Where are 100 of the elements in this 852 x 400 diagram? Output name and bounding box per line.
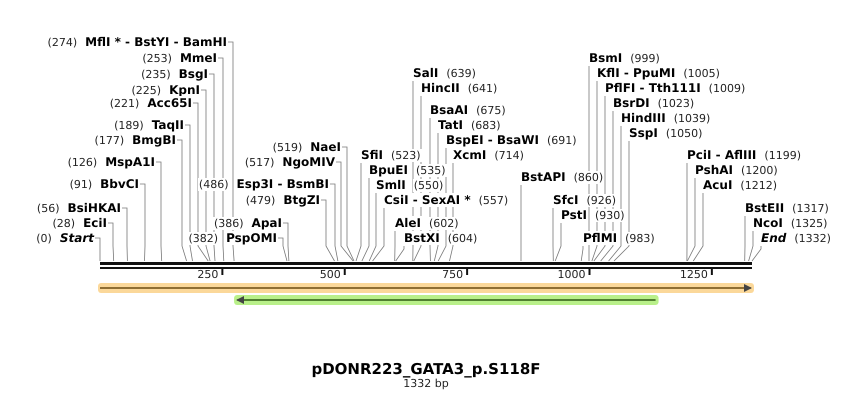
leader-line (184, 124, 193, 262)
enzyme-name: Acc65I (146, 96, 193, 110)
position-number: (91) (68, 178, 94, 191)
leader-line (228, 42, 234, 262)
enzyme-name: BsmI (588, 51, 624, 65)
position-number: (1039) (672, 112, 712, 125)
enzyme-name: NcoI (752, 216, 784, 230)
enzyme-name: MflI * - BstYI - BamHI (84, 35, 228, 49)
position-number: (517) (244, 156, 276, 169)
tick-label: 1250 (680, 268, 708, 281)
enzyme-name: KpnI (168, 83, 201, 97)
position-number: (56) (36, 202, 60, 215)
enzyme-name: PstI (560, 208, 588, 222)
enzyme-name: BsiHKAI (66, 201, 122, 215)
enzyme-name: PshAI (694, 163, 734, 177)
enzyme-name: Esp3I - BsmBI (236, 177, 330, 191)
leader-line (752, 246, 762, 262)
tick-label: 750 (442, 268, 464, 281)
enzyme-name: MspA1I (104, 155, 156, 169)
position-number: (1199) (763, 149, 802, 162)
position-number: (983) (624, 232, 656, 245)
enzyme-name: XcmI (452, 148, 488, 162)
leader-line (320, 200, 335, 262)
position-number: (1212) (739, 179, 778, 192)
leader-line (614, 140, 630, 262)
position-number: (1317) (791, 202, 830, 215)
leader-line (748, 230, 754, 262)
position-number: (1023) (656, 97, 696, 110)
enzyme-name: BtgZI (282, 193, 321, 207)
position-number: (486) (198, 178, 230, 191)
enzyme-name: PflMI (582, 231, 618, 245)
position-number: (604) (446, 232, 478, 245)
leader-line (368, 192, 376, 262)
position-number: (1050) (664, 127, 704, 140)
position-number: (189) (113, 119, 145, 132)
position-number: (126) (66, 156, 98, 169)
enzyme-name: NaeI (309, 140, 342, 154)
position-number: (602) (428, 217, 460, 230)
leader-line (692, 192, 704, 262)
position-number: (999) (629, 52, 661, 65)
enzyme-name: SspI (628, 126, 659, 140)
enzyme-name: TatI (437, 118, 464, 132)
position-number: (641) (466, 82, 498, 95)
leader-line (552, 208, 554, 262)
leader-line (282, 222, 290, 262)
enzyme-name: AcuI (702, 178, 734, 192)
enzyme-name: NgoMIV (281, 155, 336, 169)
leader-line (156, 162, 162, 262)
position-number: (639) (445, 67, 477, 80)
leader-line (686, 162, 688, 262)
leader-line (140, 184, 146, 262)
enzyme-name: Start (58, 231, 95, 245)
position-number: (535) (414, 164, 447, 177)
enzyme-name: PciI - AflIII (686, 148, 758, 162)
enzyme-name: BsgI (178, 67, 209, 81)
tick-label: 500 (320, 268, 341, 281)
enzyme-name: BbvCI (99, 177, 140, 191)
enzyme-name: MmeI (178, 51, 218, 65)
position-number: (519) (272, 141, 304, 154)
enzyme-name: BsrDI (612, 96, 651, 110)
leader-line (687, 178, 696, 262)
leader-line (278, 238, 288, 262)
position-number: (177) (94, 134, 126, 147)
enzyme-name: SfiI (360, 148, 384, 162)
enzyme-name: PspOMI (225, 231, 278, 245)
leader-line (108, 222, 114, 262)
position-number: (1005) (682, 67, 721, 80)
position-number: (479) (244, 194, 276, 207)
enzyme-name: PflFI - Tth111I (604, 81, 702, 95)
position-number: (550) (412, 179, 444, 192)
enzyme-name: BstEII (744, 201, 786, 215)
leader-line (372, 208, 384, 262)
position-number: (221) (108, 97, 140, 110)
leader-line (94, 238, 100, 262)
enzyme-name: TaqII (150, 118, 185, 132)
position-number: (683) (470, 119, 502, 132)
position-number: (1009) (708, 82, 746, 95)
enzyme-name: SalI (412, 66, 440, 80)
enzyme-name: HindIII (620, 111, 667, 125)
leader-line (395, 246, 404, 262)
sequence-length: 1332 bp (403, 377, 449, 390)
position-number: (930) (594, 209, 626, 222)
enzyme-name: BstXI (403, 231, 441, 245)
position-number: (1332) (793, 232, 832, 245)
position-number: (675) (475, 104, 507, 117)
leader-line (744, 216, 746, 262)
leader-line (336, 162, 354, 262)
leader-line (342, 146, 354, 262)
enzyme-name: End (760, 231, 788, 245)
position-number: (274) (46, 36, 78, 49)
tick-label: 250 (197, 268, 218, 281)
position-number: (1325) (790, 217, 828, 230)
position-number: (225) (130, 84, 162, 97)
leader-line (362, 178, 370, 262)
leader-line (218, 58, 224, 262)
enzyme-name: BsaAI (429, 103, 470, 117)
position-number: (860) (572, 171, 604, 184)
leader-line (580, 246, 584, 262)
position-number: (253) (141, 52, 173, 65)
position-number: (557) (478, 194, 510, 207)
